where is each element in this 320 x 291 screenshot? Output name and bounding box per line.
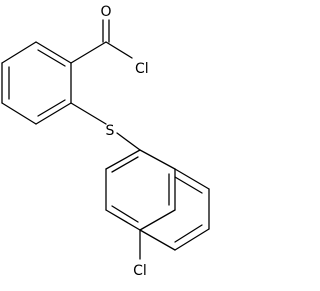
oxygen-atom-label: O [100,4,111,20]
bond [139,209,176,231]
bond [1,102,37,125]
naphthalene-right-ring [139,168,210,251]
thioether-bridge [70,102,141,151]
bond [70,102,107,125]
bond [174,228,210,251]
bond [105,149,141,170]
bond [70,41,107,64]
sulfur-atom-label: S [106,123,115,139]
bond [111,205,139,223]
bond [1,41,37,64]
ring-chlorine-atom-label: Cl [133,263,147,279]
benzene-ring [1,41,72,125]
chemical-structure-diagram: O Cl S Cl [1,4,210,279]
bond [139,229,176,251]
acyl-chloride-group [70,19,133,64]
bond [105,209,141,231]
bond [139,149,176,170]
bond [111,156,139,173]
bond [174,224,203,243]
acyl-chlorine-atom-label: Cl [135,61,149,77]
bond [35,102,72,125]
bond [105,41,133,59]
bond [35,41,72,64]
bond [174,168,210,190]
naphthalene-left-ring [105,149,176,231]
bond [116,132,141,151]
bond [37,99,66,117]
bond [37,49,66,67]
bond [174,176,203,194]
